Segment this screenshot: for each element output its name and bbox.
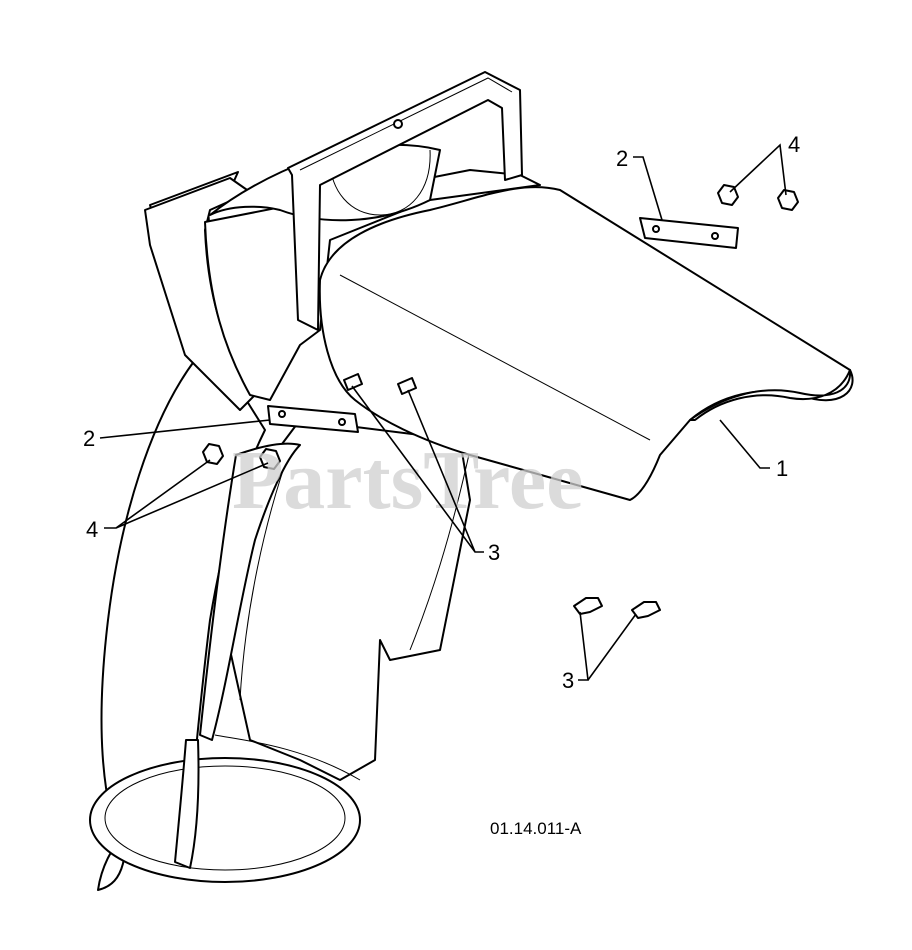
drawing-code: 01.14.011-A	[490, 819, 582, 838]
mounting-strap	[287, 71, 523, 331]
callout-3-mid: 3	[488, 540, 500, 565]
chute-body	[89, 171, 471, 891]
callout-4-left: 4	[86, 517, 98, 542]
watermark: PartsTree	[232, 434, 583, 527]
callout-3-bottom: 3	[562, 668, 574, 693]
callout-1: 1	[776, 456, 788, 481]
callout-2-top: 2	[616, 146, 628, 171]
bracket-plate-top	[639, 217, 739, 249]
deflector-hood	[318, 186, 854, 501]
leader-lines	[99, 143, 787, 681]
callout-2-left: 2	[83, 426, 95, 451]
callout-4-top: 4	[788, 132, 800, 157]
bracket-plate-left	[267, 405, 359, 433]
